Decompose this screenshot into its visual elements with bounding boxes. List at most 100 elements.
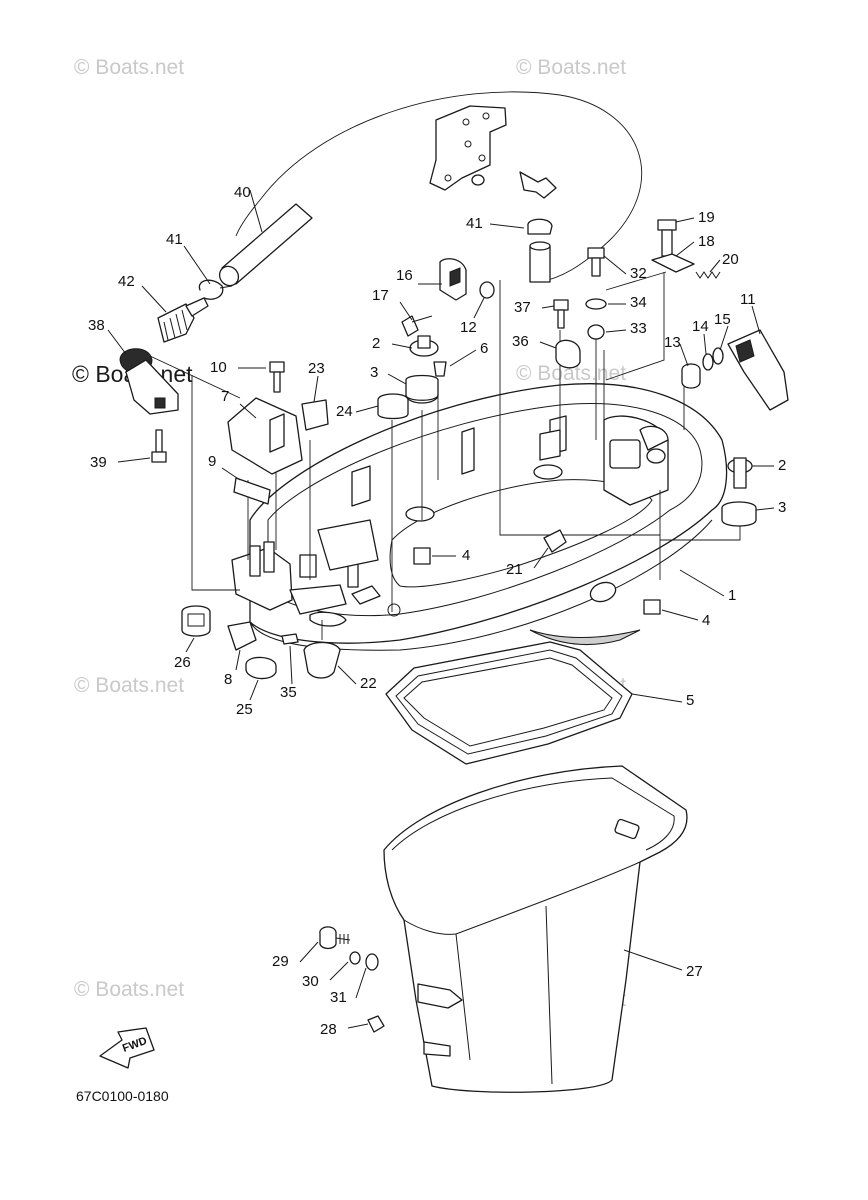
leader-line [299,941,319,963]
callout-20: 20 [722,251,739,268]
hardware-lower [181,605,341,680]
callout-15: 15 [714,311,731,328]
leader-line [719,325,729,351]
leader-lines [107,189,775,1029]
leader-line [489,223,525,229]
hose-clip-left [198,279,233,300]
reference-lines [149,271,741,640]
callout-22: 22 [360,675,377,692]
hose [218,203,313,287]
watermark-left-bottom: © Boats.net [74,978,184,1001]
leader-line [391,343,413,349]
leader-line [539,341,557,349]
callout-16: 16 [396,267,413,284]
leader-line [709,259,721,273]
watermark-top-right: © Boats.net [516,56,626,79]
top-bracket [429,105,557,199]
hardware-upper [227,219,789,615]
leader-line [473,297,485,319]
leader-line [117,457,151,463]
leader-line [387,373,407,385]
bottom-cowling [231,383,728,651]
leader-line [107,329,127,355]
callout-33: 33 [630,320,647,337]
callout-27: 27 [686,963,703,980]
leader-line [183,245,211,285]
callout-31: 31 [330,989,347,1006]
callout-9: 9 [208,453,216,470]
callout-34: 34 [630,294,647,311]
leader-line [679,569,725,597]
callout-10: 10 [210,359,227,376]
callout-21: 21 [506,561,523,578]
hose-nozzle [157,297,209,343]
watermark-middle: © Boats.net [516,362,626,385]
leader-line [541,305,555,309]
callout-14: 14 [692,318,709,335]
leader-line [631,693,683,703]
callout-2b: 2 [778,457,786,474]
apron [383,765,688,1093]
callout-3: 3 [370,364,378,381]
callout-6: 6 [480,340,488,357]
leader-line [337,665,357,685]
callout-11: 11 [740,291,756,308]
leader-line [675,241,695,257]
callout-8: 8 [224,671,232,688]
hardware-apron [319,926,385,1033]
leader-line [449,349,477,367]
leader-line [751,305,761,335]
callout-numbers: 40 41 42 38 39 10 7 9 23 16 17 12 2 6 3 … [88,184,786,1038]
callout-37: 37 [514,299,531,316]
leader-line [355,967,367,999]
fwd-arrow-icon: FWD [99,1027,155,1069]
leader-line [347,1023,369,1029]
callout-12: 12 [460,319,477,336]
leader-line [141,285,167,313]
hose-clip-right [527,218,553,283]
callout-18: 18 [698,233,715,250]
leader-line [239,403,257,419]
watermark-top-left: © Boats.net [74,56,184,79]
callout-19: 19 [698,209,715,226]
callout-26: 26 [174,654,191,671]
leader-line [675,217,695,223]
callout-13: 13 [664,334,681,351]
leader-line [755,507,775,511]
callout-2: 2 [372,335,380,352]
leader-line [703,333,707,355]
callout-1: 1 [728,587,736,604]
callout-24: 24 [336,403,353,420]
callout-35: 35 [280,684,297,701]
leader-line [289,645,293,685]
callout-17: 17 [372,287,389,304]
leader-line [399,301,413,321]
callout-4b: 4 [702,612,710,629]
leader-line [249,679,259,701]
leader-line [603,255,627,275]
callout-40: 40 [234,184,251,201]
callout-42: 42 [118,273,135,290]
callout-28: 28 [320,1021,337,1038]
callout-41: 41 [166,231,183,248]
leader-line [679,343,689,367]
callout-39: 39 [90,454,107,471]
callout-5: 5 [686,692,694,709]
leader-line [235,649,241,671]
callout-25: 25 [236,701,253,718]
callout-30: 30 [302,973,319,990]
leader-line [623,949,683,971]
leader-line [313,375,319,403]
callout-29: 29 [272,953,289,970]
leader-line [221,467,241,481]
callout-41b: 41 [466,215,483,232]
bolt-39 [151,429,167,463]
callout-23: 23 [308,360,325,377]
leader-line [533,547,549,569]
callout-32: 32 [630,265,647,282]
leader-line [329,961,349,981]
callout-4: 4 [462,547,470,564]
leader-line [185,637,195,653]
